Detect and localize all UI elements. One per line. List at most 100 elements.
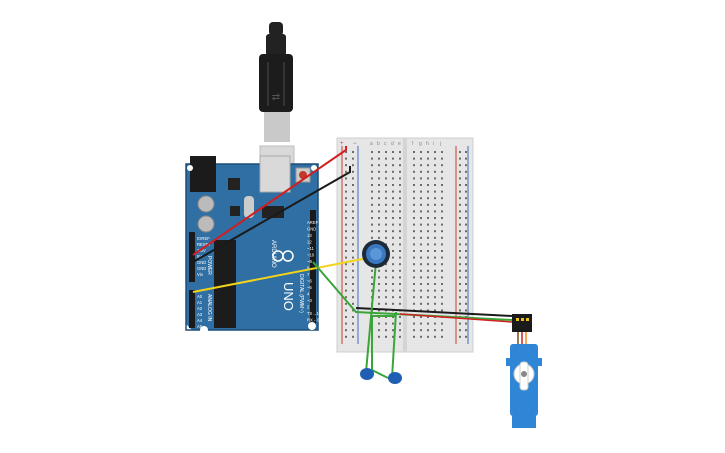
breadboard-hole xyxy=(378,276,380,279)
breadboard-hole xyxy=(441,184,443,186)
breadboard-hole xyxy=(413,289,415,292)
breadboard-hole xyxy=(385,210,387,213)
breadboard-hole xyxy=(420,223,422,226)
potentiometer-icon[interactable] xyxy=(362,240,390,268)
breadboard-hole xyxy=(427,157,429,160)
breadboard-hole xyxy=(345,250,347,252)
breadboard-hole xyxy=(345,289,347,292)
breadboard-column-label: i xyxy=(433,141,434,147)
breadboard-hole xyxy=(459,157,461,160)
breadboard-hole xyxy=(345,263,347,266)
breadboard-hole xyxy=(345,302,347,305)
breadboard-hole xyxy=(441,322,443,325)
breadboard-hole xyxy=(352,164,354,167)
breadboard-hole xyxy=(352,289,354,292)
rail-minus-label: − xyxy=(353,141,357,147)
breadboard-hole xyxy=(413,263,415,266)
breadboard-hole xyxy=(459,151,461,153)
breadboard-hole xyxy=(352,223,354,226)
breadboard-hole xyxy=(459,243,461,246)
wires xyxy=(192,146,513,379)
capacitor-icon[interactable] xyxy=(360,368,374,380)
breadboard-hole xyxy=(399,283,401,285)
breadboard-hole xyxy=(378,210,380,213)
breadboard-hole xyxy=(441,329,443,332)
breadboard-hole xyxy=(434,283,436,285)
breadboard-hole xyxy=(385,269,387,272)
breadboard-hole xyxy=(385,329,387,332)
green-wire-signal xyxy=(312,261,513,321)
breadboard-hole xyxy=(459,309,461,312)
breadboard-hole xyxy=(427,230,429,233)
arduino-uno-board[interactable]: ARDUINO UNO DIGITAL (PWM~) POWER ANALOG … xyxy=(185,155,320,334)
breadboard-hole xyxy=(371,289,373,292)
breadboard-hole xyxy=(459,322,461,325)
breadboard-hole xyxy=(399,217,401,219)
breadboard-hole xyxy=(399,210,401,213)
breadboard-hole xyxy=(420,322,422,325)
breadboard-hole xyxy=(399,302,401,305)
digital-pin-label: TX→1 xyxy=(307,311,320,316)
breadboard-hole xyxy=(399,177,401,180)
breadboard-hole xyxy=(465,329,467,332)
breadboard-hole xyxy=(427,210,429,213)
breadboard-hole xyxy=(465,269,467,272)
breadboard-hole xyxy=(392,243,394,246)
breadboard-hole xyxy=(385,177,387,180)
breadboard-hole xyxy=(441,170,443,173)
breadboard-hole xyxy=(465,203,467,206)
breadboard-hole xyxy=(371,164,373,167)
breadboard-hole xyxy=(420,316,422,318)
black-wire-servo-gnd xyxy=(355,307,513,317)
breadboard-hole xyxy=(399,170,401,173)
breadboard-hole xyxy=(399,203,401,206)
breadboard-hole xyxy=(413,283,415,285)
breadboard-hole xyxy=(413,184,415,186)
breadboard-hole xyxy=(399,335,401,338)
breadboard-hole xyxy=(434,223,436,226)
breadboard-hole xyxy=(371,217,373,219)
servo-motor-icon[interactable] xyxy=(506,314,542,428)
breadboard-hole xyxy=(378,157,380,160)
breadboard-hole xyxy=(413,335,415,338)
breadboard-hole xyxy=(392,203,394,206)
breadboard-hole xyxy=(420,329,422,332)
breadboard-hole xyxy=(465,263,467,266)
breadboard-hole xyxy=(392,263,394,266)
breadboard-hole xyxy=(371,230,373,233)
breadboard-hole xyxy=(465,322,467,325)
breadboard-hole xyxy=(399,256,401,259)
breadboard-hole xyxy=(392,190,394,193)
breadboard-hole xyxy=(345,217,347,219)
digital-pin-label: 12 xyxy=(307,240,312,245)
breadboard-hole xyxy=(459,283,461,285)
breadboard-hole xyxy=(465,184,467,186)
capacitor-icon[interactable] xyxy=(388,372,402,384)
breadboard-hole xyxy=(352,236,354,239)
breadboard-hole xyxy=(378,203,380,206)
digital-pin-label: 4 xyxy=(307,292,310,297)
breadboard-hole xyxy=(352,296,354,299)
breadboard-hole xyxy=(427,190,429,193)
analog-pin-label: A2 xyxy=(197,306,203,311)
analog-pin-label: A0 xyxy=(197,294,203,299)
breadboard-hole xyxy=(434,256,436,259)
breadboard-hole xyxy=(441,302,443,305)
analog-pin-label: A4 xyxy=(197,318,203,323)
breadboard-hole xyxy=(399,316,401,318)
breadboard-hole xyxy=(459,203,461,206)
breadboard-hole xyxy=(345,309,347,312)
breadboard-hole xyxy=(465,190,467,193)
breadboard-hole xyxy=(392,276,394,279)
breadboard-hole xyxy=(427,184,429,186)
breadboard-hole xyxy=(465,197,467,200)
breadboard-hole xyxy=(420,302,422,305)
breadboard-hole xyxy=(345,296,347,299)
breadboard-hole xyxy=(352,269,354,272)
breadboard-hole xyxy=(345,322,347,325)
breadboard-hole xyxy=(427,250,429,252)
breadboard-hole xyxy=(378,177,380,180)
analog-pin-label: A1 xyxy=(197,300,203,305)
